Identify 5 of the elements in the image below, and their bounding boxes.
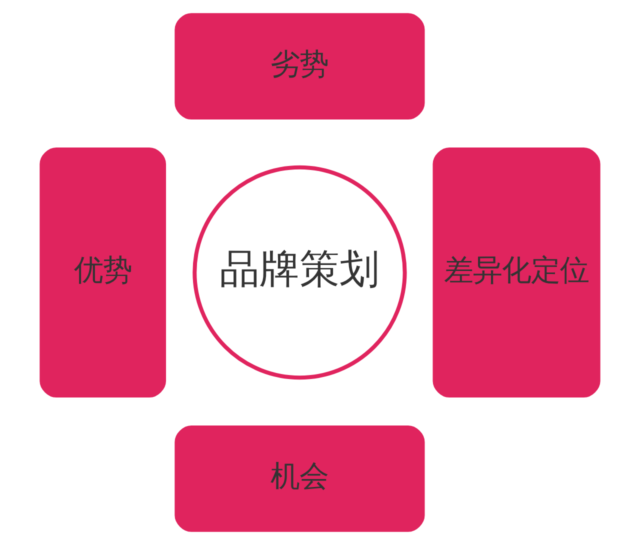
node-box: 劣势 bbox=[174, 13, 425, 120]
node-box: 机会 bbox=[174, 425, 425, 532]
node-circle: 品牌策划 bbox=[192, 165, 407, 380]
node-box: 优势 bbox=[40, 147, 166, 398]
node-box: 差异化定位 bbox=[432, 147, 600, 398]
